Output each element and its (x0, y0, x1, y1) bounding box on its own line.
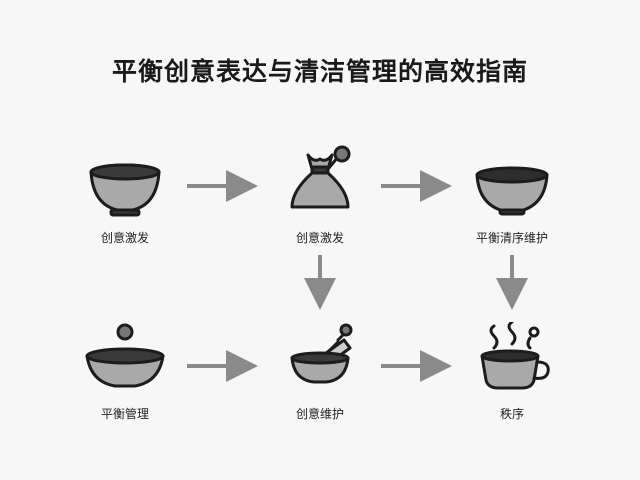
wide-bowl-icon (85, 323, 165, 388)
node-bowl-2 (442, 165, 582, 217)
bowl-icon (475, 166, 549, 216)
node-label: 创意激发 (100, 231, 149, 245)
bowl-icon (89, 163, 161, 217)
steaming-cup-icon (480, 322, 550, 390)
node-pouch (250, 145, 390, 217)
node-label: 创意激发 (295, 231, 344, 245)
node-cup (442, 322, 582, 392)
node-label: 平衡管理 (100, 407, 149, 421)
page-title: 平衡创意表达与清洁管理的高效指南 (111, 57, 528, 86)
node-label: 创意维护 (295, 407, 344, 421)
node-bowl-1 (55, 160, 195, 220)
mortar-pestle-icon (290, 323, 353, 384)
pouch-icon (290, 145, 351, 209)
node-bowl-3 (55, 322, 195, 390)
node-label: 平衡清序维护 (475, 231, 548, 245)
node-label: 秩序 (499, 407, 524, 421)
node-mortar (250, 322, 390, 386)
